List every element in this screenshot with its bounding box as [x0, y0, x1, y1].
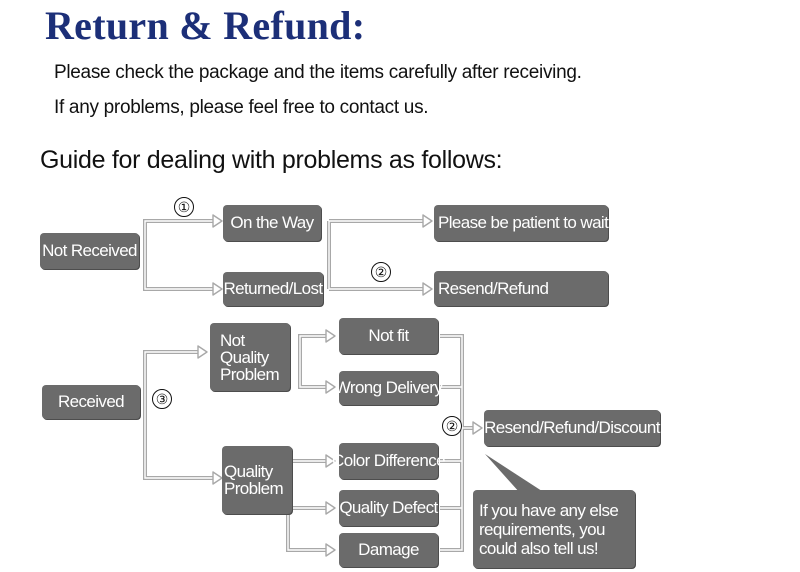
quality-defect-box: Quality Defect — [339, 490, 438, 526]
resend-refund-discount-box: Resend/Refund/Discount — [484, 410, 661, 446]
quality-problem-box: Quality Problem — [222, 446, 292, 514]
intro-line-1: Please check the package and the items c… — [54, 62, 582, 83]
not-received-box: Not Received — [40, 233, 139, 269]
patient-wait-box: Please be patient to wait — [434, 205, 609, 241]
not-fit-box: Not fit — [339, 318, 438, 354]
on-the-way-box: On the Way — [223, 205, 321, 241]
received-box: Received — [42, 385, 140, 419]
page-title: Return & Refund: — [45, 3, 366, 48]
intro-line-2: If any problems, please feel free to con… — [54, 97, 429, 118]
step-two-badge-received: ② — [442, 416, 462, 436]
step-two-badge: ② — [371, 262, 391, 282]
guide-heading: Guide for dealing with problems as follo… — [40, 146, 503, 174]
wrong-delivery-box: Wrong Delivery — [335, 371, 443, 405]
callout-bubble: If you have any else requirements, you c… — [473, 490, 635, 568]
not-quality-problem-box: Not Quality Problem — [210, 323, 290, 391]
step-one-badge: ① — [174, 197, 194, 217]
color-difference-box: Color Difference — [332, 443, 446, 479]
resend-refund-box: Resend/Refund — [434, 271, 608, 306]
returned-lost-box: Returned/Lost — [223, 272, 323, 306]
step-three-badge: ③ — [152, 389, 172, 409]
damage-box: Damage — [339, 533, 438, 567]
